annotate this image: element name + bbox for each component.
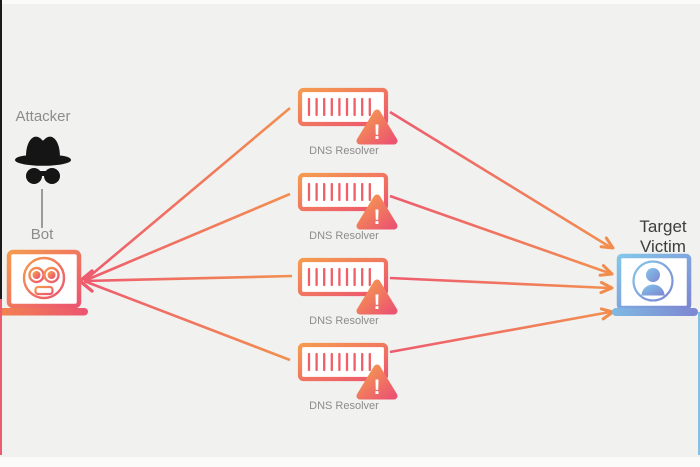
server-vent-ticks bbox=[307, 352, 371, 372]
clipped-edge-line-blue bbox=[698, 312, 700, 455]
warning-exclamation-mark: ! bbox=[374, 121, 381, 144]
dns-resolver-label: DNS Resolver bbox=[309, 145, 379, 157]
warning-exclamation-mark: ! bbox=[374, 291, 381, 314]
user-avatar-icon bbox=[632, 260, 674, 302]
dns-resolver-icon: ! bbox=[297, 257, 398, 315]
clipped-edge-line-black bbox=[0, 0, 2, 299]
victim-laptop-base bbox=[612, 308, 698, 316]
warning-triangle-icon bbox=[356, 279, 398, 315]
dns-resolver-label: DNS Resolver bbox=[309, 400, 379, 412]
robot-laptop-icon bbox=[0, 249, 88, 316]
user-laptop-icon bbox=[612, 253, 698, 316]
bot-label: Bot bbox=[30, 226, 54, 243]
resolver-to-victim-lines bbox=[389, 110, 611, 354]
dns-resolver-icon: ! bbox=[297, 87, 398, 145]
warning-exclamation-mark: ! bbox=[374, 376, 381, 399]
warning-triangle-icon bbox=[356, 364, 398, 400]
dns-resolver-label: DNS Resolver bbox=[309, 230, 379, 242]
server-vent-ticks bbox=[307, 182, 371, 202]
warning-exclamation-mark: ! bbox=[374, 206, 381, 229]
incognito-spy-icon bbox=[15, 136, 71, 184]
warning-triangle-icon bbox=[356, 194, 398, 230]
victim-label-line2: Victim bbox=[640, 237, 686, 256]
bot-laptop-screen bbox=[6, 249, 82, 309]
attacker-label: Attacker bbox=[15, 108, 71, 125]
clipped-edge-line-red bbox=[0, 299, 2, 455]
dns-resolver-label: DNS Resolver bbox=[309, 315, 379, 327]
server-vent-ticks bbox=[307, 267, 371, 287]
bot-laptop-base bbox=[0, 308, 88, 316]
server-vent-ticks bbox=[307, 97, 371, 117]
victim-label-line1: Target bbox=[639, 217, 687, 236]
robot-face-icon bbox=[22, 256, 66, 300]
attacker-bot-connector-line bbox=[41, 189, 43, 228]
warning-triangle-icon bbox=[356, 109, 398, 145]
dns-resolver-icon: ! bbox=[297, 342, 398, 400]
dns-resolver-icon: ! bbox=[297, 172, 398, 230]
bot-to-resolver-lines bbox=[83, 107, 293, 362]
